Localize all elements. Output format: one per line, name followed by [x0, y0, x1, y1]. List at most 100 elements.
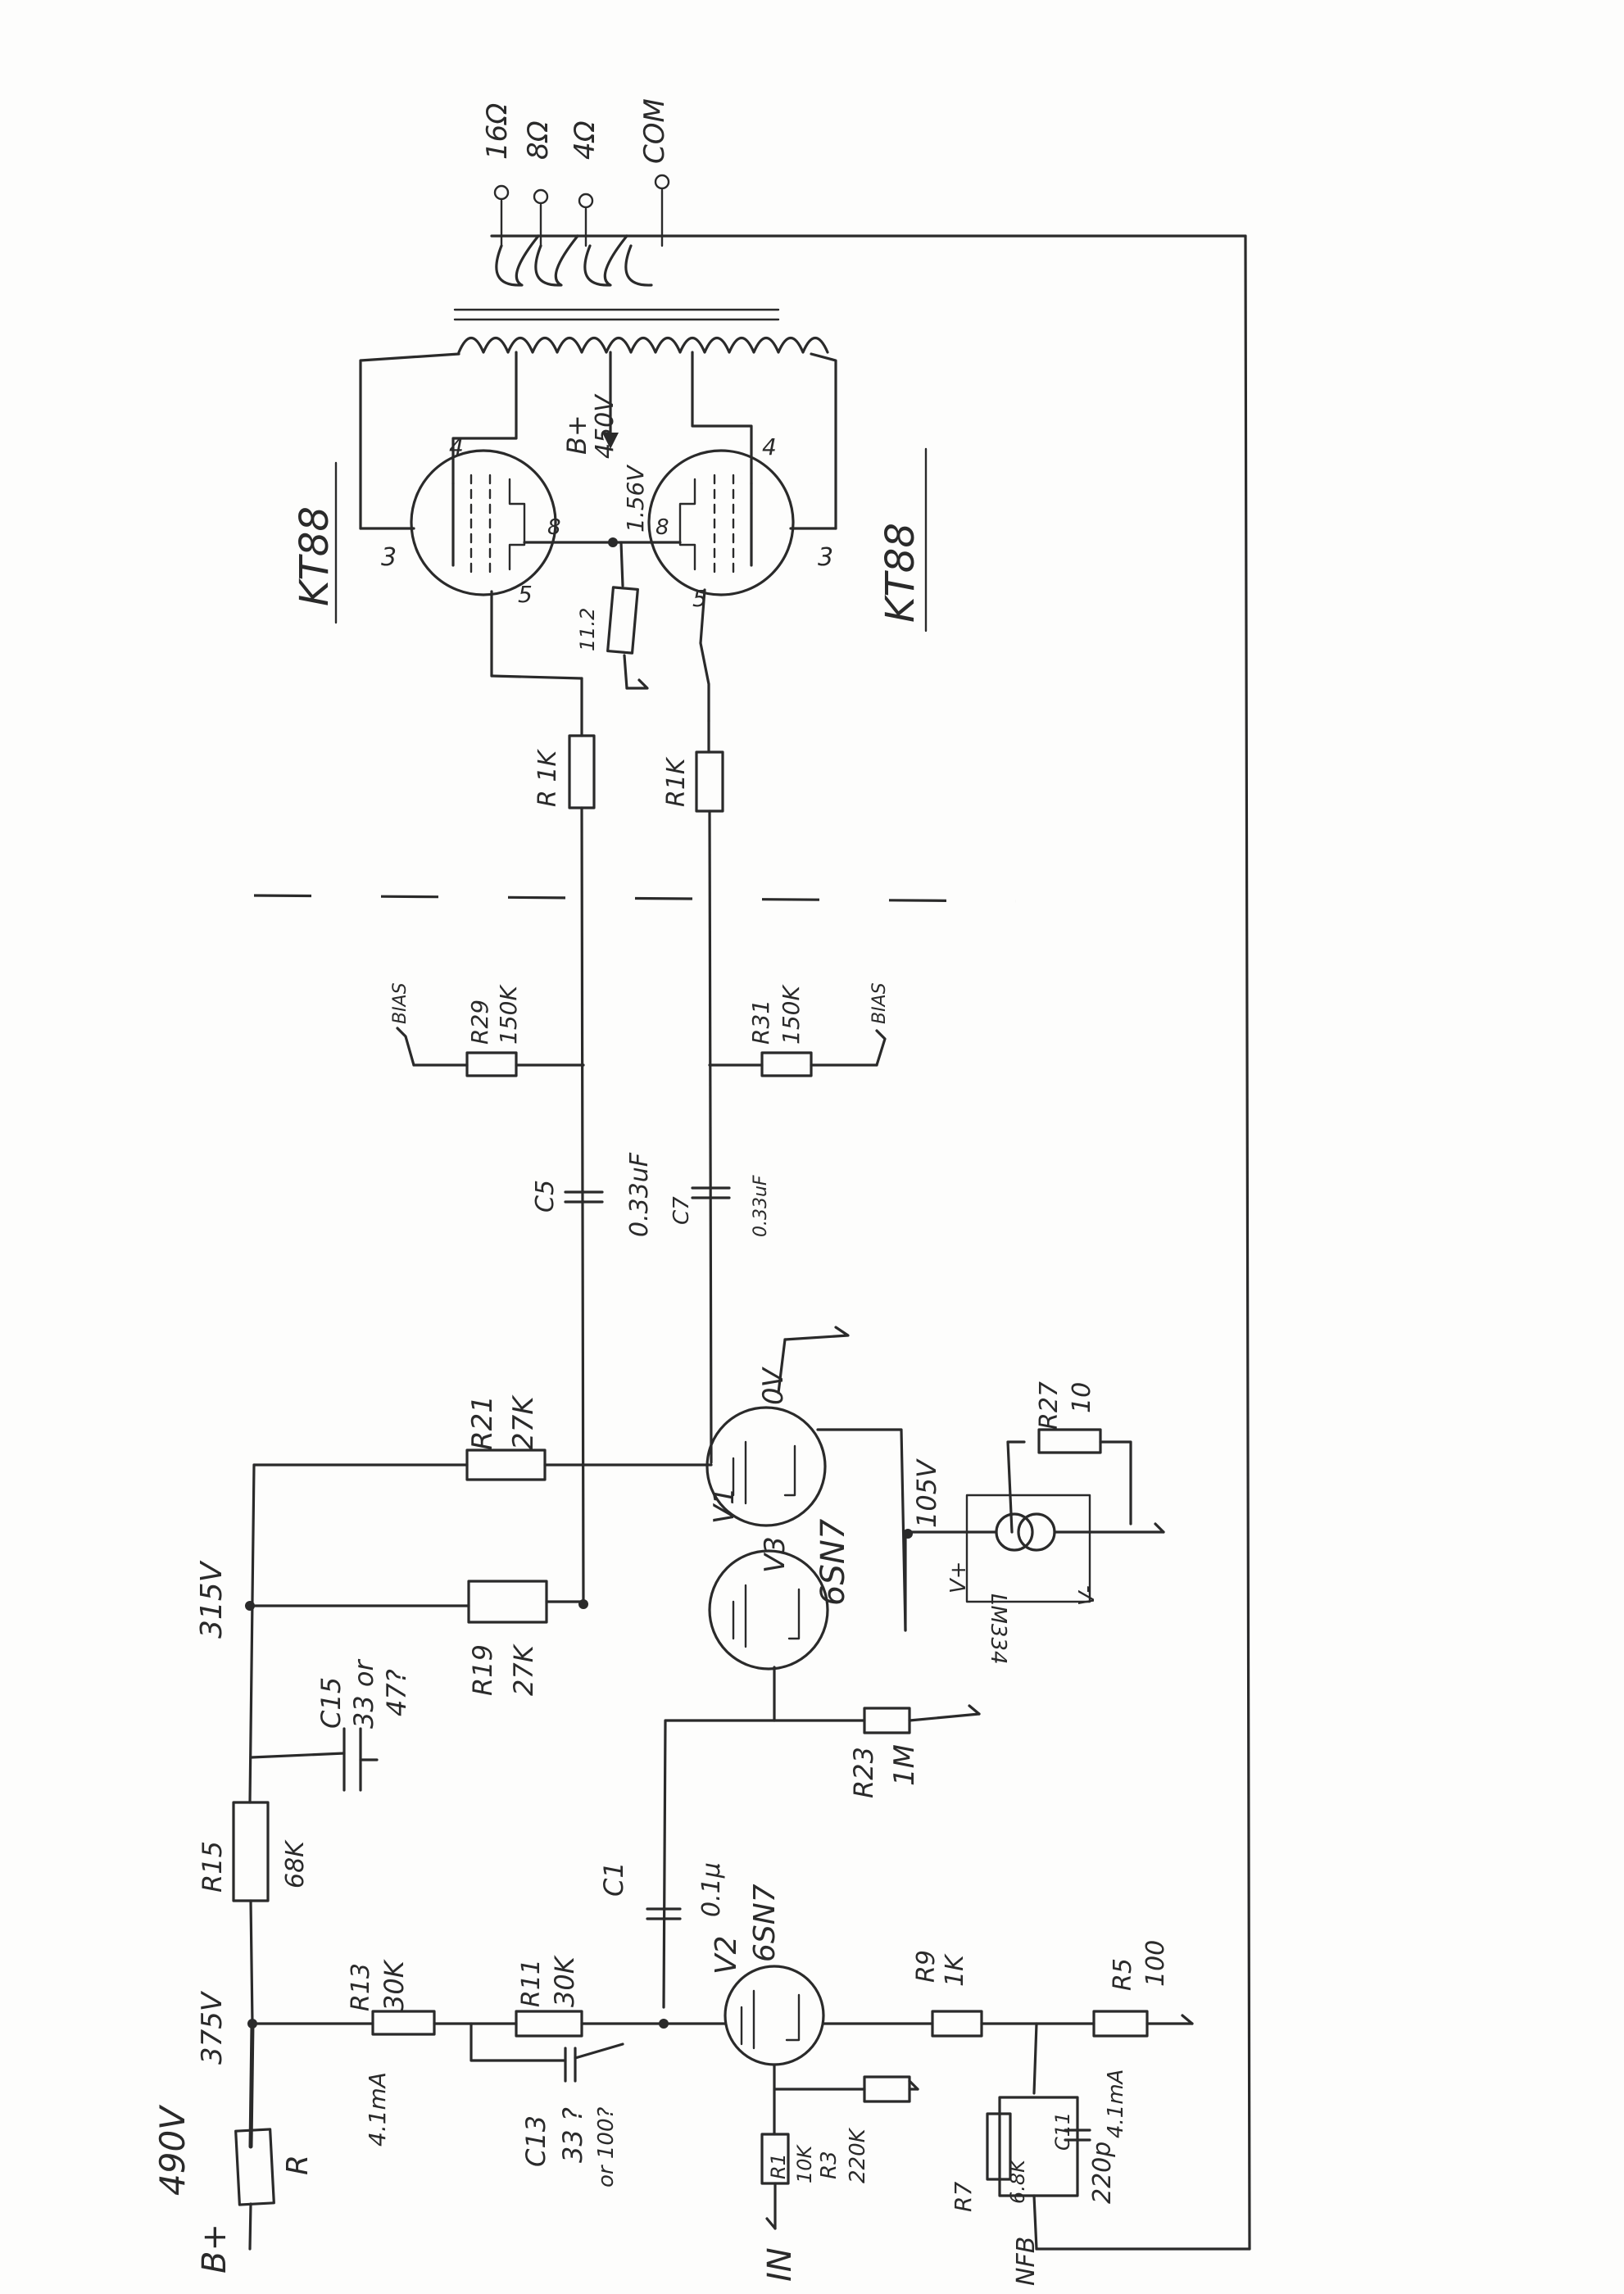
pin-4-top: 4: [449, 433, 464, 460]
power-tube-top-label: KT88: [292, 506, 338, 606]
grid-stopper-top-label: R 1K: [533, 749, 562, 807]
supply-voltage-label: 490V: [152, 2104, 193, 2196]
bias-network-bottom: [708, 1029, 887, 1077]
tap-8-label: 8Ω: [522, 120, 555, 160]
r11-label: R11: [517, 1959, 546, 2007]
r9-value: 1K: [941, 1953, 969, 1987]
driver-grid-bias: [662, 1704, 981, 2009]
r13-label: R13: [347, 1963, 375, 2011]
r11-value: 30K: [549, 1954, 580, 2007]
c1-label: C1: [598, 1861, 629, 1897]
r-supply-label: R: [281, 2155, 315, 2175]
v2-label: V2: [710, 1935, 743, 1974]
nfb-loop-wire: [1035, 234, 1251, 2251]
coupling-cap-c5: [564, 1190, 604, 1204]
c15-value: 33 or: [348, 1659, 379, 1729]
tap-com-label: COM: [638, 98, 671, 164]
ot-voltage-label: 450V: [591, 393, 619, 459]
c13-alt: or 100?: [594, 2107, 619, 2187]
r1-label: R1: [767, 2153, 790, 2179]
r1-value: 10K: [793, 2143, 816, 2183]
output-transformer: [453, 174, 1247, 354]
r5-value: 100: [1141, 1940, 1170, 1987]
c15-label: C15: [315, 1677, 347, 1729]
r3-value: 220K: [846, 2127, 870, 2183]
lm334-label: LM334: [986, 1594, 1010, 1665]
r29-label: R29: [466, 1000, 493, 1045]
nfb-label: NFB: [1012, 2237, 1041, 2286]
nfb-current-label: 4.1mA: [1104, 2070, 1128, 2138]
lm334-current-source: [904, 1428, 1165, 1603]
r31-value: 150K: [778, 984, 805, 1045]
section-divider: [253, 894, 1017, 903]
coupling-cap-c1: [646, 1907, 682, 1920]
r21-label: R21: [466, 1395, 499, 1450]
r7-value: 6.8K: [1006, 2158, 1029, 2204]
labels: COM 4Ω 8Ω 16Ω KT88 KT88 3 3 4 4 5 5 8 8 …: [152, 98, 1170, 2286]
ot-center-tap: [602, 351, 619, 449]
pin-5-top: 5: [518, 581, 533, 608]
r31-label: R31: [747, 1000, 774, 1045]
r29-value: 150K: [495, 984, 522, 1045]
plate-load-r19: [248, 1580, 588, 1624]
c13-value: 33 ?: [557, 2107, 588, 2163]
pin-5-bottom: 5: [692, 585, 707, 612]
r9-label: R9: [912, 1950, 941, 1983]
pin-8-top: 8: [547, 515, 561, 540]
cathode-105-label: 105V: [911, 1458, 942, 1528]
plate-load-r21: [252, 1448, 713, 1481]
r23-value: 1M: [888, 1744, 921, 1786]
power-tube-bottom: [647, 351, 837, 596]
vplus-label: V+: [946, 1561, 971, 1594]
driver-tube-label: 6SN7: [814, 1518, 852, 1606]
r21-value: 27K: [507, 1394, 540, 1450]
r27-value: 10: [1068, 1382, 1096, 1413]
c5-value: 0.33uF: [625, 1152, 654, 1237]
r13-value: 30K: [379, 1958, 410, 2011]
c13-label: C13: [520, 2115, 551, 2167]
power-tube-bottom-label: KT88: [878, 523, 923, 623]
c15-alt: 47?: [381, 1669, 412, 1716]
c11-value: 220p: [1088, 2142, 1117, 2204]
r3-label: R3: [817, 2151, 841, 2179]
r19-value: 27K: [508, 1643, 539, 1696]
nfb-network: [986, 2022, 1091, 2251]
input-tube-v2: [662, 1965, 1194, 2230]
grid-stopper-top: [568, 677, 596, 1607]
driver-tube-6sn7: [705, 1326, 913, 1722]
ot-b-plus-label: B+: [561, 415, 592, 455]
c5-label: C5: [531, 1180, 560, 1213]
supply-rail: [232, 1463, 379, 2251]
c11-label: C11: [1051, 2112, 1074, 2151]
r15-label: R15: [197, 1841, 228, 1893]
pin-3-top: 3: [381, 543, 397, 572]
c7-value: 0.33uF: [751, 1175, 771, 1237]
tap-16-label: 16Ω: [481, 103, 514, 160]
v3-label: V3: [759, 1536, 792, 1573]
pin-4-bottom: 4: [762, 433, 777, 460]
cathode-resistor-label: 11.2: [576, 608, 599, 651]
vminus-label: V-: [1075, 1585, 1100, 1606]
r19-label: R19: [467, 1644, 498, 1696]
pin-8-bottom: 8: [655, 515, 669, 540]
c1-value: 0.1μ: [697, 1862, 726, 1917]
input-current-label: 4.1mA: [364, 2072, 391, 2147]
r15-value: 68K: [281, 1839, 310, 1888]
grid-stopper-bottom-label: R1K: [662, 756, 691, 807]
cathode-network: [490, 537, 710, 723]
input-plate-network: [251, 2010, 669, 2083]
input-label: IN: [761, 2247, 799, 2282]
cathode-voltage-label: 1.56V: [622, 465, 649, 533]
grid-stopper-bottom: [695, 719, 724, 1464]
bias-network-top: [396, 1027, 585, 1077]
input-tube-label: 6SN7: [748, 1884, 782, 1962]
pin-3-bottom: 3: [818, 543, 833, 572]
r7-label: R7: [950, 2182, 977, 2212]
node-315-label: 315V: [195, 1560, 229, 1639]
c7-label: C7: [669, 1196, 694, 1225]
plate-voltage-label: 0V: [757, 1366, 790, 1405]
v1-label: V1: [708, 1487, 741, 1524]
b-plus-label: B+: [196, 2224, 234, 2274]
